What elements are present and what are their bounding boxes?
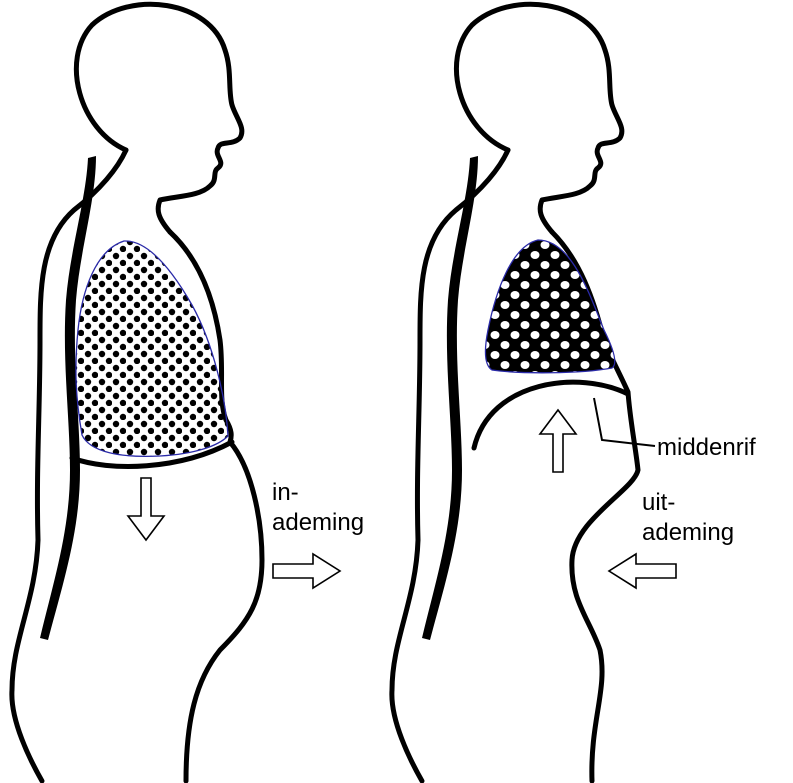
exhale-figure [392,4,676,781]
exhale-label-line2: ademing [642,519,734,546]
arrow-left-icon [609,554,676,588]
inhale-back-outline [76,4,242,232]
arrow-down-icon [128,478,164,540]
inhale-label-line1: in- [272,479,299,506]
exhale-spine [422,156,478,640]
exhale-diaphragm [474,382,628,448]
arrow-up-icon [540,410,576,472]
exhale-back-body [392,150,508,781]
inhale-figure [12,4,340,781]
exhale-back-outline [456,4,621,232]
inhale-label-line2: ademing [272,509,364,536]
diaphragm-label: middenrif [657,434,756,461]
exhale-lung [482,236,622,376]
exhale-label-line1: uit- [642,489,675,516]
arrow-right-icon [273,554,340,588]
inhale-lung [70,230,240,465]
diaphragm-pointer-line [594,398,655,446]
